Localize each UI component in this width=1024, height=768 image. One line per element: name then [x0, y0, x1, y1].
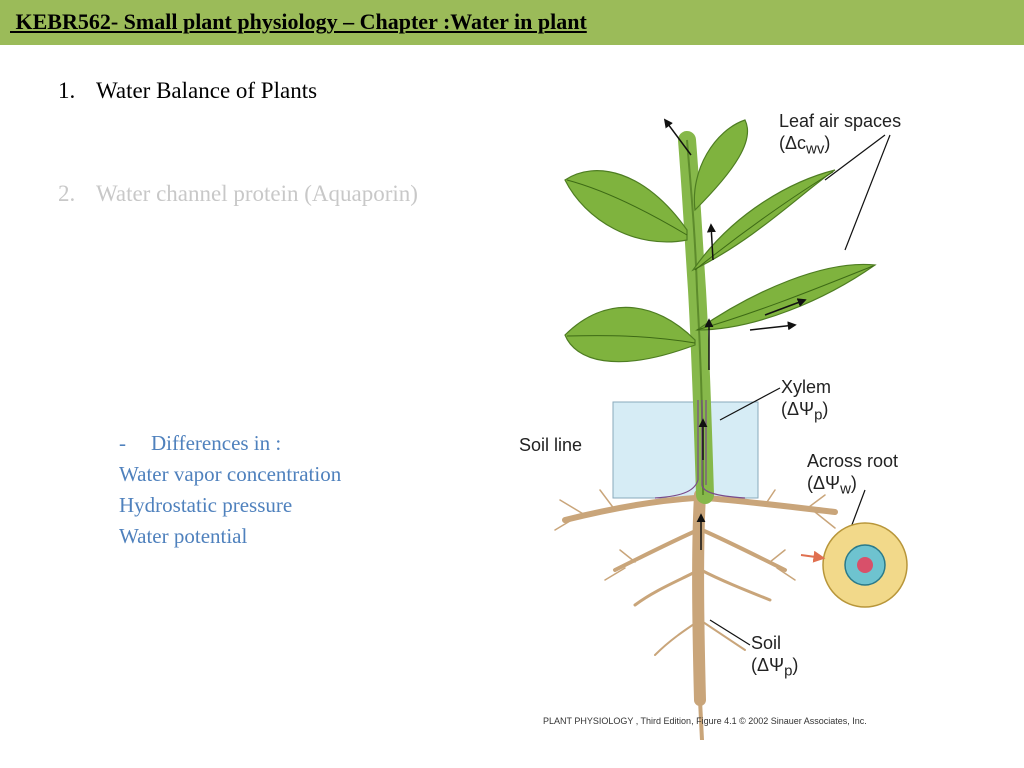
figure-caption: PLANT PHYSIOLOGY , Third Edition, Figure… [543, 716, 867, 726]
xylem-sub: p [814, 406, 823, 424]
leaf-label-symbol: (Δcwv) [779, 132, 901, 161]
outline-item-1: 1. Water Balance of Plants [58, 78, 317, 104]
bullet-dash: - [119, 431, 126, 455]
xylem-label-text: Xylem [781, 377, 832, 397]
leader-lines [709, 134, 891, 646]
outline-item-2: 2. Water channel protein (Aquaporin) [58, 181, 418, 207]
root-symbol: (ΔΨ [807, 473, 841, 493]
differences-heading-text: Differences in : [151, 431, 282, 455]
soil-box [612, 401, 759, 499]
differences-block: - Differences in : Water vapor concentrat… [119, 428, 419, 552]
leaf-close: ) [824, 133, 831, 153]
xylem-label: Xylem (ΔΨp) [781, 376, 831, 427]
soil-symbol: (ΔΨ [751, 655, 785, 675]
soil-sub: p [784, 662, 793, 680]
flow-arrows [663, 118, 807, 550]
root-system [554, 489, 838, 740]
outline-item-label: Water Balance of Plants [96, 78, 318, 103]
soil-label-symbol: (ΔΨp) [751, 654, 798, 683]
plant-water-figure: Leaf air spaces (Δcwv) Xylem (ΔΨp) Soil … [505, 100, 945, 740]
root-label-text: Across root [807, 451, 899, 471]
plant-illustration [554, 118, 908, 740]
across-root-label: Across root (ΔΨw) [807, 450, 898, 501]
root-label-symbol: (ΔΨw) [807, 472, 898, 501]
leaf-sub: wv [806, 140, 825, 158]
difference-item: Water vapor concentration [119, 462, 342, 486]
xylem-label-symbol: (ΔΨp) [781, 398, 831, 427]
root-sub: w [840, 480, 851, 498]
soil-label: Soil (ΔΨp) [751, 632, 798, 683]
xylem-close: ) [822, 399, 829, 419]
xylem-vessels [654, 400, 746, 499]
root-cross-section [800, 522, 908, 608]
outline-item-label: Water channel protein (Aquaporin) [96, 181, 418, 206]
root-close: ) [850, 473, 857, 493]
soil-label-text: Soil [751, 633, 782, 653]
difference-item: Water potential [119, 524, 248, 548]
leaves [564, 119, 877, 363]
title-bar: KEBR562- Small plant physiology – Chapte… [0, 0, 1024, 45]
leaf-label-text: Leaf air spaces [779, 111, 902, 131]
leaf-symbol: (Δc [779, 133, 807, 153]
xylem-symbol: (ΔΨ [781, 399, 815, 419]
outline-item-number: 2. [58, 181, 76, 206]
slide-title: KEBR562- Small plant physiology – Chapte… [10, 9, 587, 34]
difference-item: Hydrostatic pressure [119, 493, 293, 517]
leaf-air-spaces-label: Leaf air spaces (Δcwv) [779, 110, 901, 161]
soil-line-label: Soil line [519, 435, 583, 455]
outline-item-number: 1. [58, 78, 76, 103]
soil-close: ) [792, 655, 799, 675]
differences-heading: - Differences in : [119, 428, 419, 459]
